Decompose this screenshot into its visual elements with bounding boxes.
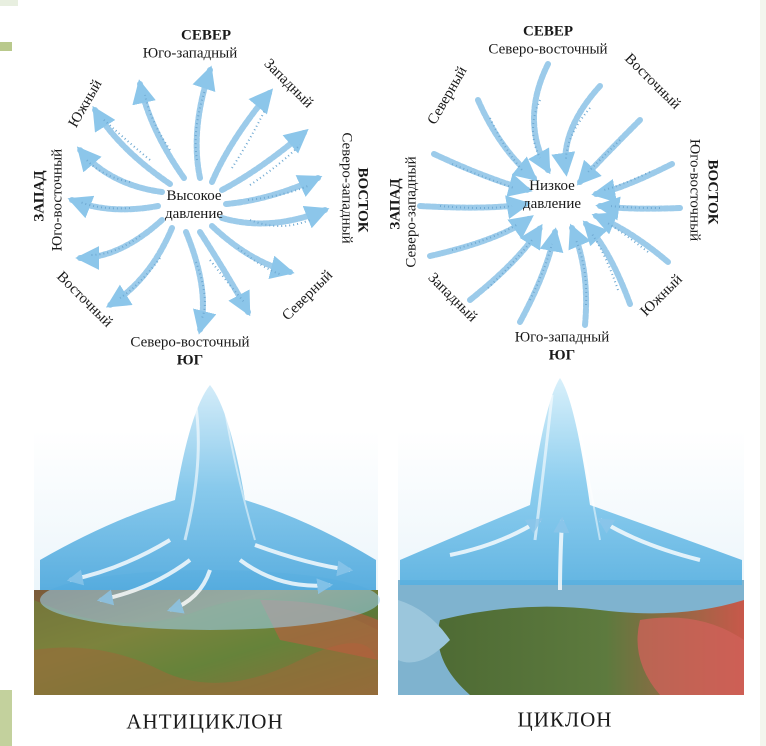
anticyclone-south-cardinal: ЮГ	[176, 352, 204, 369]
cyclone-wind-north-label: Северо-восточный	[488, 41, 608, 58]
cyclone-wind-west-label: Северо-западный	[403, 156, 420, 268]
cyclone-wind-south-label: Юго-западный	[514, 329, 610, 346]
cyclone-south-cardinal: ЮГ	[548, 347, 576, 364]
anticyclone-west-cardinal: ЗАПАД	[31, 170, 48, 222]
cyclone-wind-spiral-hatching	[439, 99, 661, 306]
slide-accent-mark	[0, 42, 12, 51]
cyclone-west-cardinal: ЗАПАД	[387, 178, 404, 230]
anticyclone-wind-spiral	[67, 65, 330, 335]
anticyclone-east-cardinal: ВОСТОК	[354, 167, 371, 233]
slide-accent-bottom	[0, 690, 12, 746]
cyclone-center-label: Низкое давление	[523, 177, 581, 213]
anticyclone-north-cardinal: СЕВЕР	[180, 27, 232, 44]
anticyclone-wind-south-label: Северо-восточный	[130, 334, 250, 351]
cyclone-title: ЦИКЛОН	[517, 707, 613, 732]
cyclone-north-cardinal: СЕВЕР	[522, 23, 574, 40]
anticyclone-wind-spiral-hatching	[79, 89, 311, 319]
slide-edge	[760, 0, 766, 746]
anticyclone-title: АНТИЦИКЛОН	[126, 709, 284, 734]
anticyclone-wind-north-label: Юго-западный	[142, 45, 238, 62]
cyclone-east-cardinal: ВОСТОК	[704, 159, 721, 225]
anticyclone-center-line2: давление	[164, 206, 224, 222]
cyclone-scene	[398, 378, 744, 695]
anticyclone-scene	[34, 385, 380, 695]
cyclone-wind-east-label: Юго-восточный	[686, 138, 703, 242]
anticyclone-wind-west-label: Юго-восточный	[49, 148, 66, 252]
cyclone-center-line1: Низкое	[529, 178, 575, 194]
cyclone-wind-spiral	[417, 61, 683, 328]
anticyclone-wind-east-label: Северо-западный	[338, 132, 355, 244]
anticyclone-center-line1: Высокое	[166, 188, 222, 204]
cyclone-center-line2: давление	[522, 196, 582, 212]
anticyclone-center-label: Высокое давление	[165, 187, 223, 223]
